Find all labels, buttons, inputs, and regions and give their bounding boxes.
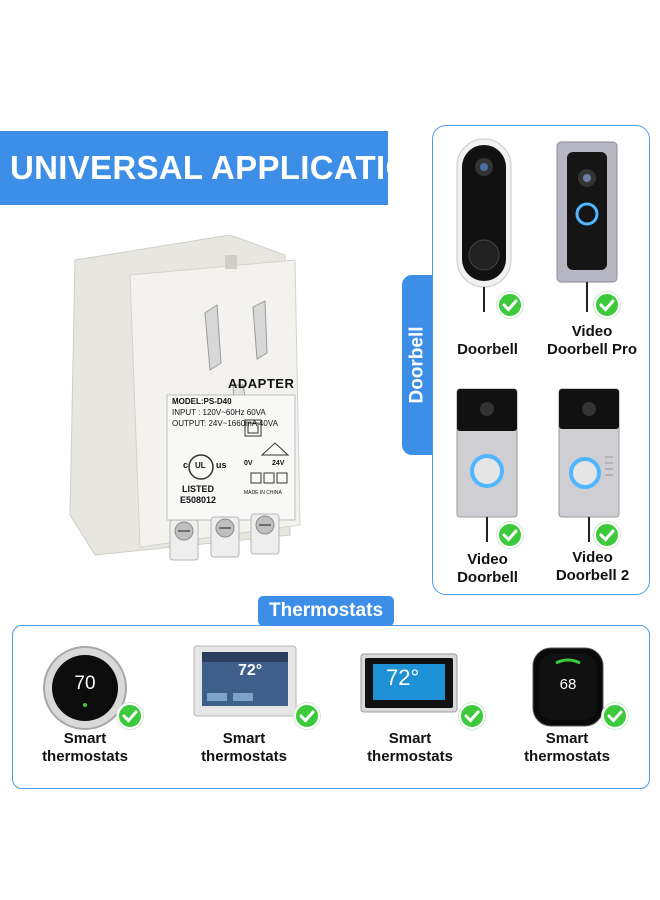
touchscreen-thermostat-image [193, 645, 297, 717]
adapter-brand: ADAPTER [228, 376, 295, 391]
label-line-1: Smart [388, 730, 432, 747]
label-line-2: thermostats [42, 748, 128, 765]
check-icon [594, 292, 620, 318]
thermostats-tab-label: Thermostats [268, 600, 384, 621]
title-banner [0, 131, 388, 205]
thermostat-2-display: 72° [238, 662, 263, 679]
label-line-1: Smart [222, 730, 266, 747]
thermostat-2-label: Smart thermostats [194, 730, 294, 766]
thermostats-tab [258, 596, 394, 626]
video-doorbell-2-image [558, 388, 620, 542]
adapter-made-in: MADE IN CHINA [244, 490, 282, 496]
label-line-1: Doorbell [457, 341, 518, 358]
adapter-listed: LISTED [182, 484, 215, 494]
thermostat-3-label: Smart thermostats [360, 730, 460, 766]
ul-right: us [216, 460, 227, 470]
smart-thermostat-image [532, 647, 604, 727]
check-icon [294, 703, 320, 729]
thermostat-1-label: Smart thermostats [35, 730, 135, 766]
check-icon [117, 703, 143, 729]
adapter-input: INPUT : 120V~60Hz 60VA [172, 408, 266, 417]
label-line-2: Doorbell Pro [546, 341, 637, 358]
power-adapter-image [69, 235, 301, 561]
adapter-output: OUTPUT: 24V~1660mA 40VA [172, 419, 278, 428]
video-doorbell-label: Video Doorbell [440, 551, 535, 587]
check-icon [497, 292, 523, 318]
doorbell-label: Doorbell [440, 341, 535, 359]
digital-thermostat-image [360, 653, 458, 713]
video-doorbell-pro-label: Video Doorbell Pro [538, 323, 646, 359]
label-line-1: Video [572, 549, 613, 566]
doorbell-tab-label: Doorbell [406, 326, 428, 404]
thermostat-3-display: 72° [386, 665, 420, 690]
check-icon [497, 522, 523, 548]
thermostat-1-display: 70 [74, 673, 96, 694]
label-line-2: Doorbell [457, 569, 518, 586]
check-icon [602, 703, 628, 729]
check-icon [459, 703, 485, 729]
check-icon [594, 522, 620, 548]
label-line-1: Smart [545, 730, 589, 747]
ul-mark: UL [195, 461, 206, 470]
doorbell-tab [402, 275, 432, 455]
label-line-2: thermostats [367, 748, 453, 765]
ul-mark-icon [188, 454, 214, 480]
round-thermostat-image [43, 646, 127, 730]
banner-title: UNIVERSAL APPLICATION [10, 149, 436, 186]
label-line-2: Doorbell 2 [555, 567, 630, 584]
adapter-file-number: E508012 [180, 495, 217, 505]
doorbell-image [456, 138, 512, 312]
terminal-0v: 0V [244, 460, 253, 467]
ul-left: c [183, 460, 189, 470]
thermostat-4-label: Smart thermostats [517, 730, 617, 766]
label-line-1: Video [571, 323, 613, 340]
terminal-24v: 24V [272, 460, 285, 467]
video-doorbell-2-label: Video Doorbell 2 [540, 549, 645, 585]
video-doorbell-image [456, 388, 518, 542]
adapter-model: MODEL:PS-D40 [172, 397, 232, 406]
label-line-2: thermostats [201, 748, 287, 765]
label-line-1: Smart [63, 730, 107, 747]
video-doorbell-pro-image [556, 141, 618, 312]
thermostat-4-display: 68 [559, 676, 577, 693]
label-line-1: Video [467, 551, 508, 568]
label-line-2: thermostats [524, 748, 610, 765]
